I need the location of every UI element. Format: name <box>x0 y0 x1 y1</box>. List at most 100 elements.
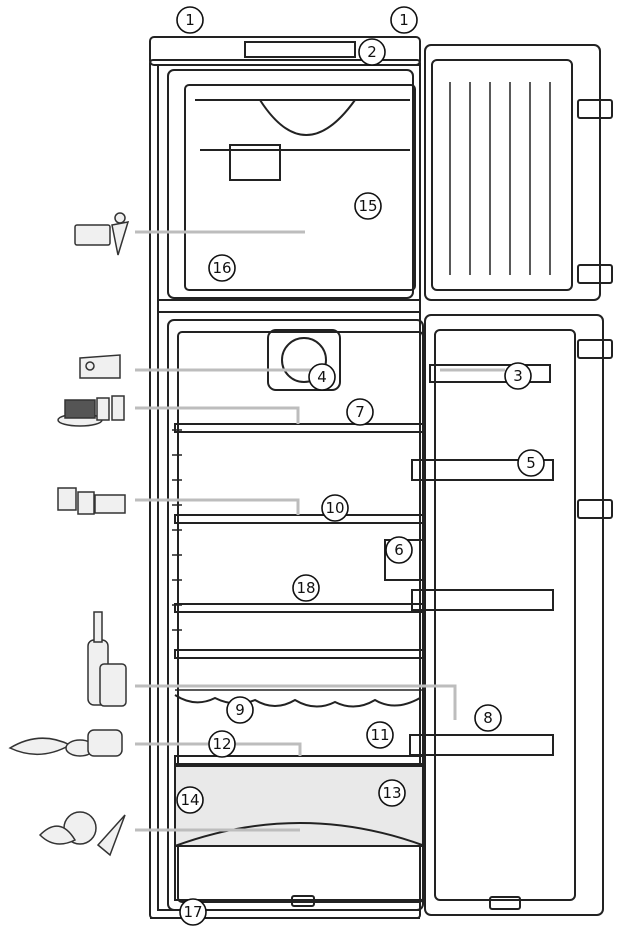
callout-circle <box>385 536 413 564</box>
callout-c5: 5 <box>517 449 545 477</box>
callout-circle <box>358 38 386 66</box>
callout-number: 2 <box>367 43 377 61</box>
vegetables-icon <box>38 811 126 857</box>
fridge-inner-wall <box>177 331 424 903</box>
callout-c6: 6 <box>385 536 413 564</box>
freezer-door-hinge-top <box>577 99 613 119</box>
callout-circle <box>504 362 532 390</box>
freezer-door-ribs <box>449 82 551 275</box>
shelf-middle <box>174 514 426 524</box>
freezer-door-panel <box>431 59 573 291</box>
callout-number: 15 <box>358 197 377 215</box>
crisper-drawer-front <box>174 822 426 847</box>
callout-c8: 8 <box>474 704 502 732</box>
callout-number: 13 <box>382 784 401 802</box>
callout-c13: 13 <box>378 779 406 807</box>
shelf-upper <box>174 423 426 433</box>
leader-bottles <box>135 684 457 720</box>
callout-c18: 18 <box>292 574 320 602</box>
callout-circle <box>390 6 418 34</box>
fridge-door-hinge-top <box>577 339 613 359</box>
callout-circle <box>208 254 236 282</box>
callout-number: 4 <box>317 368 327 386</box>
freezer-door-hinge-bottom <box>577 264 613 284</box>
door-shelf-middle <box>411 589 554 611</box>
callout-circle <box>208 730 236 758</box>
control-panel <box>244 41 356 58</box>
callout-number: 1 <box>399 11 409 29</box>
freezer-door <box>424 44 601 301</box>
callout-circle <box>517 449 545 477</box>
callout-number: 16 <box>212 259 231 277</box>
callout-circle <box>366 721 394 749</box>
compartment-divider <box>158 299 420 313</box>
freezer-vent-arc <box>259 99 356 136</box>
callout-c2: 2 <box>358 38 386 66</box>
leader-fish <box>135 742 302 756</box>
cheese-icon <box>79 354 121 379</box>
callout-c12: 12 <box>208 730 236 758</box>
callout-number: 9 <box>235 701 245 719</box>
crisper-drawer-bottom <box>174 846 426 901</box>
callout-c15: 15 <box>354 192 382 220</box>
callout-number: 14 <box>180 791 199 809</box>
callout-circle <box>176 6 204 34</box>
fan-icon <box>281 337 327 383</box>
cake-icon <box>57 395 125 427</box>
callout-c7: 7 <box>346 398 374 426</box>
callout-number: 10 <box>325 499 344 517</box>
ice-tray <box>229 144 281 181</box>
freezer-inner-wall <box>184 84 416 291</box>
callout-circle <box>308 363 336 391</box>
callout-number: 1 <box>185 11 195 29</box>
crisper-cover-shelf <box>174 755 426 765</box>
door-foot <box>489 896 521 910</box>
fan-housing <box>267 329 341 391</box>
callout-circle <box>179 898 207 926</box>
callout-circle <box>176 786 204 814</box>
callout-c3: 3 <box>504 362 532 390</box>
callout-c10: 10 <box>321 494 349 522</box>
door-shelf-bottles <box>409 734 554 756</box>
callout-number: 3 <box>513 367 523 385</box>
shelf-lower <box>174 603 426 613</box>
callout-number: 11 <box>370 726 389 744</box>
callout-circle <box>474 704 502 732</box>
callout-c16: 16 <box>208 254 236 282</box>
callout-c9: 9 <box>226 696 254 724</box>
bottles-icon <box>87 611 127 707</box>
callout-c4: 4 <box>308 363 336 391</box>
fridge-door <box>424 314 604 916</box>
jars-icon <box>57 487 126 515</box>
callout-c17: 17 <box>179 898 207 926</box>
drawer-handle <box>291 895 315 907</box>
callout-number: 17 <box>183 903 202 921</box>
fridge-door-hinge-mid <box>577 499 613 519</box>
leader-jars <box>135 498 300 515</box>
fish-icon <box>8 729 123 757</box>
callout-circle <box>292 574 320 602</box>
callout-c14: 14 <box>176 786 204 814</box>
callout-number: 8 <box>483 709 493 727</box>
callout-c11: 11 <box>366 721 394 749</box>
callout-circle <box>378 779 406 807</box>
callout-c1b: 1 <box>390 6 418 34</box>
callout-circle <box>354 192 382 220</box>
callout-circle <box>321 494 349 522</box>
shelf-bottom <box>174 649 426 659</box>
door-shelf-top <box>429 364 551 383</box>
callout-c1a: 1 <box>176 6 204 34</box>
callout-number: 12 <box>212 735 231 753</box>
callout-number: 5 <box>526 454 536 472</box>
leader-cake <box>135 406 300 424</box>
callout-number: 18 <box>296 579 315 597</box>
ice-cream-icon <box>74 212 130 256</box>
bottle-rack <box>174 694 421 708</box>
callout-circle <box>346 398 374 426</box>
door-shelf-eggs <box>411 459 554 481</box>
callout-number: 6 <box>394 541 404 559</box>
freezer-compartment <box>167 69 414 299</box>
fridge-door-panel <box>434 329 576 901</box>
